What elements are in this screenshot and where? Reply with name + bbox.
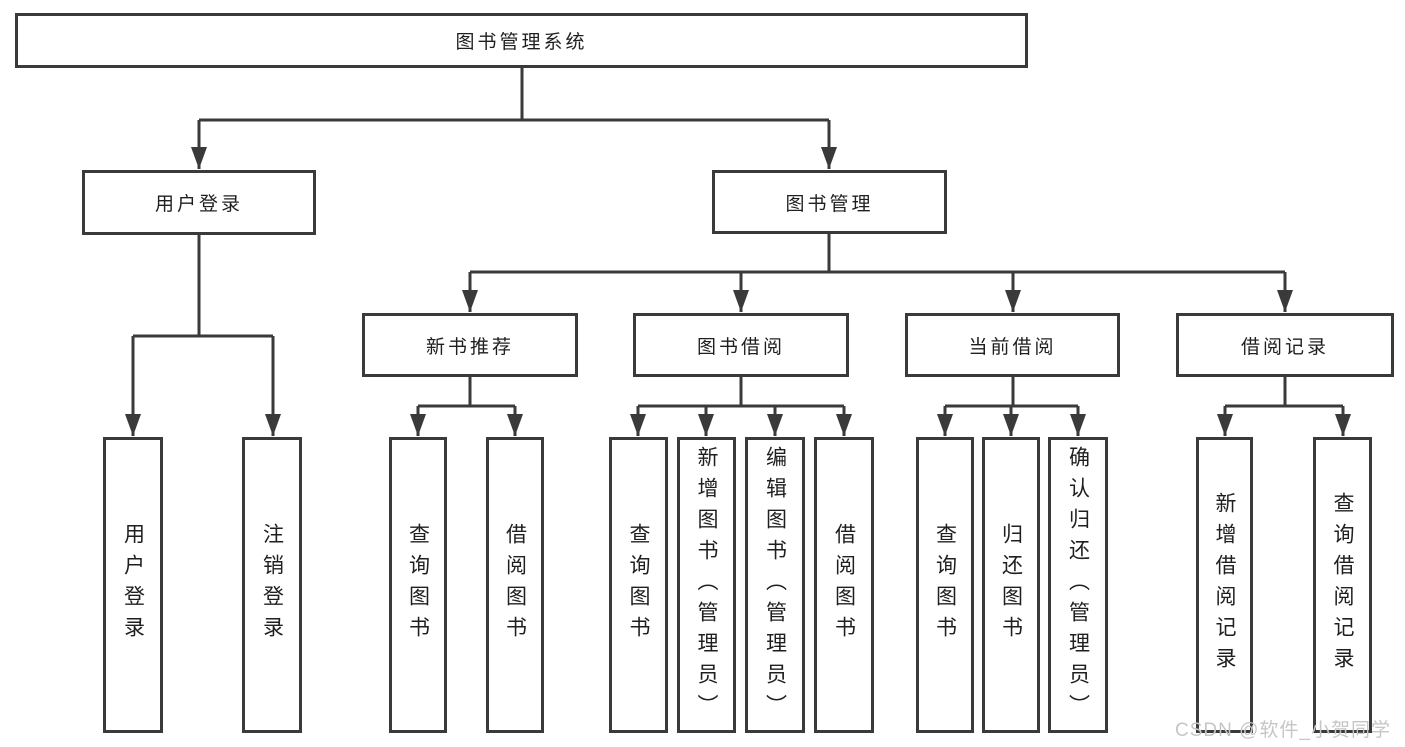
node-current-borrow: 当前借阅: [905, 313, 1120, 377]
node-book-management-system: 图书管理系统: [15, 13, 1028, 68]
node-book-borrow: 图书借阅: [633, 313, 849, 377]
leaf-query-books-borrow: 查询图书: [609, 437, 668, 733]
leaf-return-books: 归还图书: [982, 437, 1040, 733]
node-user-login: 用户登录: [82, 170, 316, 235]
leaf-query-books-recommend: 查询图书: [389, 437, 447, 733]
leaf-edit-books-admin: 编辑图书（管理员）: [745, 437, 805, 733]
leaf-query-books-current: 查询图书: [916, 437, 974, 733]
leaf-borrow-books-recommend: 借阅图书: [486, 437, 544, 733]
node-new-book-recommend: 新书推荐: [362, 313, 578, 377]
leaf-logout: 注销登录: [242, 437, 302, 733]
node-borrow-records: 借阅记录: [1176, 313, 1394, 377]
watermark: CSDN @软件_小贺同学: [1175, 720, 1391, 741]
leaf-confirm-return-admin: 确认归还（管理员）: [1048, 437, 1108, 733]
leaf-borrow-books: 借阅图书: [814, 437, 874, 733]
node-book-management: 图书管理: [712, 170, 947, 234]
leaf-user-login: 用户登录: [103, 437, 163, 733]
leaf-add-books-admin: 新增图书（管理员）: [677, 437, 736, 733]
leaf-query-borrow-record: 查询借阅记录: [1313, 437, 1372, 733]
leaf-add-borrow-record: 新增借阅记录: [1196, 437, 1253, 733]
arrowheads: [125, 147, 1351, 436]
